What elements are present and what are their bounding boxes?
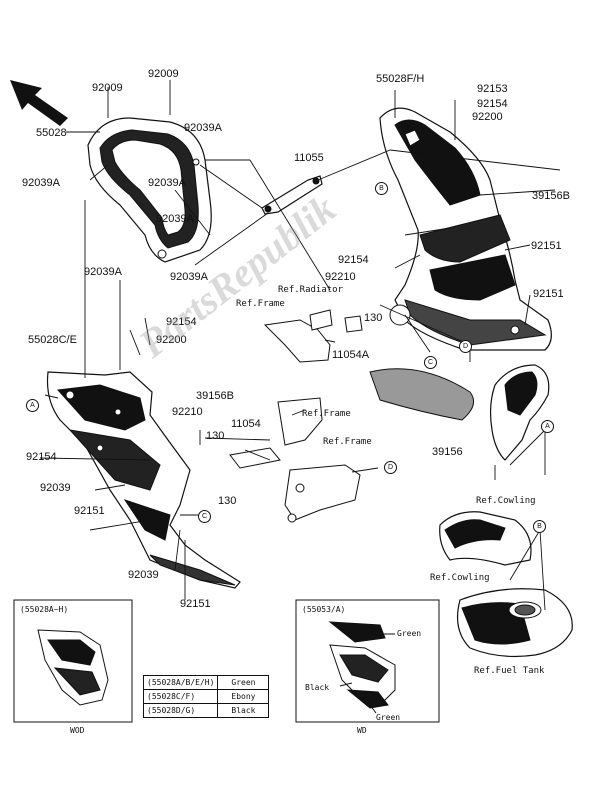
part-11054A: 11054A	[332, 349, 370, 361]
inset-right-cowl	[328, 621, 396, 714]
part-92210-l: 92210	[172, 406, 203, 418]
part-92039A-mid1: 92039A	[148, 177, 186, 189]
part-55028: 55028	[36, 127, 67, 139]
front-direction-arrow-icon	[10, 80, 68, 126]
part-92153: 92153	[477, 83, 508, 95]
ref-frame-1: Ref.Frame	[236, 299, 285, 309]
ref-frame-2: Ref.Frame	[302, 409, 351, 419]
inset-right-header: (55053/A)	[302, 605, 346, 614]
part-39156B-r: 39156B	[532, 190, 570, 202]
color-table-row: (55028A/B/E/H)Green	[142, 675, 270, 690]
part-92154-r2: 92154	[338, 254, 369, 266]
inset-left-cowl	[37, 629, 109, 706]
part-92039-b: 92039	[128, 569, 159, 581]
inset-label-green-bottom: Green	[376, 713, 401, 722]
part-92210-r: 92210	[325, 271, 356, 283]
color-code-cell: (55028A/B/E/H)	[142, 675, 219, 690]
color-table-row: (55028C/F)Ebony	[142, 689, 270, 704]
color-code-cell: (55028C/F)	[142, 689, 219, 704]
part-92151-r2: 92151	[533, 288, 564, 300]
part-55028FH: 55028F/H	[376, 73, 425, 85]
color-variant-table: (55028A/B/E/H)Green(55028C/F)Ebony(55028…	[142, 675, 270, 718]
callout-c-right: C	[424, 356, 437, 369]
part-39156: 39156	[432, 446, 463, 458]
part-92154-r1: 92154	[477, 98, 508, 110]
callout-a-left: A	[26, 399, 39, 412]
inset-label-green-top: Green	[397, 629, 422, 638]
callout-d-mid: D	[384, 461, 397, 474]
upper-left-inner-cowl	[87, 117, 212, 263]
part-92154-l1: 92154	[166, 316, 197, 328]
callout-a-right: A	[541, 420, 554, 433]
center-stays	[229, 309, 363, 523]
inset-left-header: (55028A~H)	[20, 605, 69, 614]
part-92151-l: 92151	[74, 505, 105, 517]
ref-frame-3: Ref.Frame	[323, 437, 372, 447]
part-92039A-left: 92039A	[22, 177, 60, 189]
color-table-row: (55028D/G)Black	[142, 703, 270, 718]
color-code-cell: (55028D/G)	[142, 703, 219, 718]
part-92154-l2: 92154	[26, 451, 57, 463]
fuel-tank-ref	[457, 588, 573, 658]
part-130-m1: 130	[206, 430, 225, 442]
color-name-cell: Green	[217, 675, 270, 690]
inset-right-footer: WD	[357, 726, 367, 735]
part-92151-r1: 92151	[531, 240, 562, 252]
part-11054: 11054	[231, 418, 261, 430]
part-92200-r: 92200	[472, 111, 503, 123]
inner-cowl-right	[489, 364, 550, 461]
ref-fuel-tank: Ref.Fuel Tank	[474, 666, 545, 676]
part-11055: 11055	[294, 152, 324, 164]
inset-label-black: Black	[305, 683, 330, 692]
callout-b-top: B	[375, 182, 388, 195]
inset-left-footer: WOD	[70, 726, 85, 735]
left-side-cowl	[46, 371, 241, 589]
part-92039A-bot: 92039A	[170, 271, 208, 283]
ref-cowling-2: Ref.Cowling	[430, 573, 490, 583]
callout-d-right: D	[459, 340, 472, 353]
part-92039-l: 92039	[40, 482, 71, 494]
lower-cowling-ref	[439, 511, 532, 566]
part-92039A-top: 92039A	[184, 122, 222, 134]
leader-lines	[39, 80, 561, 611]
callout-b-right: B	[533, 520, 546, 533]
ref-radiator: Ref.Radiator	[278, 285, 344, 295]
inner-panel-39156	[369, 368, 475, 421]
part-92009-a: 92009	[92, 82, 123, 94]
part-130-r: 130	[364, 312, 383, 324]
part-92009-b: 92009	[148, 68, 179, 80]
color-name-cell: Ebony	[217, 689, 270, 704]
part-92200-l: 92200	[156, 334, 187, 346]
part-92039A-mid2: 92039A	[156, 213, 194, 225]
part-39156B-l: 39156B	[196, 390, 234, 402]
part-55028CE: 55028C/E	[28, 334, 77, 346]
callout-c-mid: C	[198, 510, 211, 523]
right-side-cowl	[379, 107, 552, 351]
part-92151-b: 92151	[180, 598, 211, 610]
ref-cowling-1: Ref.Cowling	[476, 496, 536, 506]
part-92039A-low: 92039A	[84, 266, 122, 278]
color-name-cell: Black	[217, 703, 270, 718]
part-130-m2: 130	[218, 495, 237, 507]
